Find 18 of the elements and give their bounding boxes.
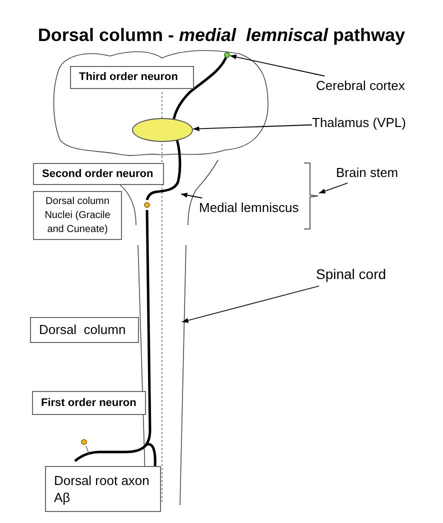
leader-arrow — [180, 192, 203, 198]
callout-label: Spinal cord — [316, 264, 406, 286]
label-box: Dorsal root axon Aβ — [45, 466, 161, 512]
leader-arrow — [230, 54, 325, 76]
label-box: First order neuron — [32, 391, 146, 415]
callout-label: Thalamus (VPL) — [312, 113, 422, 133]
callout-label: Brain stem — [336, 163, 416, 183]
leader-arrow — [318, 182, 348, 194]
label-box: Dorsal column Nuclei (Gracile and Cuneate) — [33, 191, 122, 240]
label-box: Second order neuron — [33, 163, 164, 185]
label-box: Third order neuron — [70, 66, 194, 89]
callout-label: Medial lemniscus — [199, 198, 311, 218]
leader-arrow — [192, 124, 312, 132]
label-box: Dorsal column — [30, 317, 139, 343]
title: Dorsal column - medial lemniscal pathway — [36, 24, 406, 47]
leader-arrow — [182, 286, 320, 323]
callout-label: Cerebral cortex — [316, 76, 426, 96]
bracket — [303, 162, 319, 230]
